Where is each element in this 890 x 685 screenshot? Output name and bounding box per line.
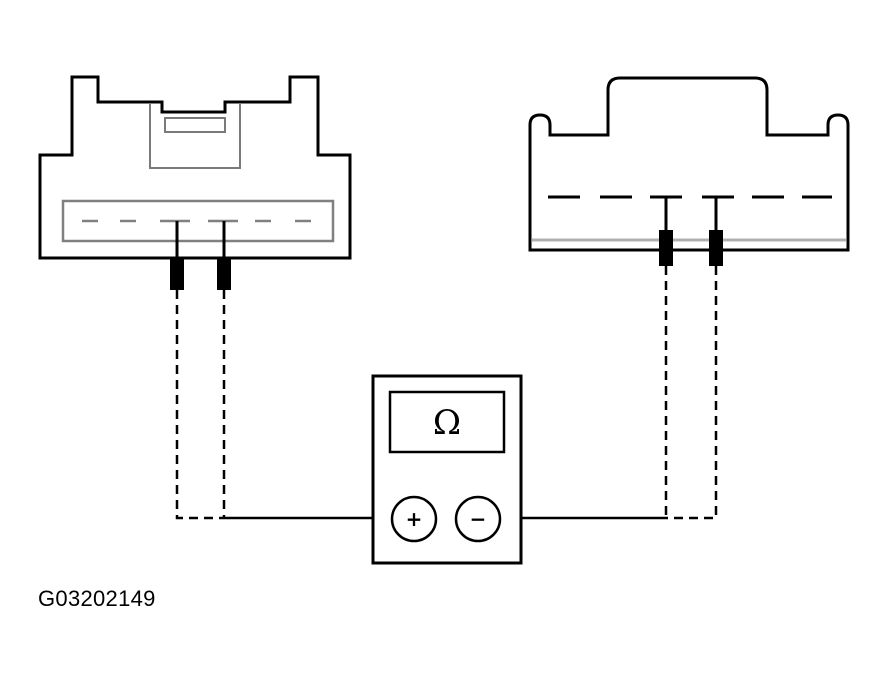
right-probe-1	[659, 197, 673, 266]
left-dashed-lead-1	[175, 290, 224, 520]
positive-terminal	[390, 495, 438, 543]
right-connector-housing	[528, 76, 850, 252]
left-connector	[38, 75, 352, 290]
ohmmeter-display	[388, 390, 506, 454]
right-connector	[528, 76, 850, 266]
left-probe-1	[170, 221, 184, 290]
right-dashed-lead-2	[666, 266, 718, 520]
positive-terminal-label: +	[406, 507, 423, 531]
ohm-symbol: Ω	[433, 403, 461, 443]
left-probe-2	[217, 221, 231, 290]
negative-terminal-label: −	[470, 507, 487, 531]
figure-id-label: G03202149	[38, 586, 156, 611]
left-connector-latch-tab	[164, 117, 226, 133]
negative-terminal	[454, 495, 502, 543]
test-leads	[175, 266, 718, 520]
left-connector-latch	[149, 103, 241, 169]
left-connector-terminal-face	[61, 199, 335, 243]
ohmmeter: Ω + −	[371, 374, 523, 565]
right-probe-2	[709, 197, 723, 266]
